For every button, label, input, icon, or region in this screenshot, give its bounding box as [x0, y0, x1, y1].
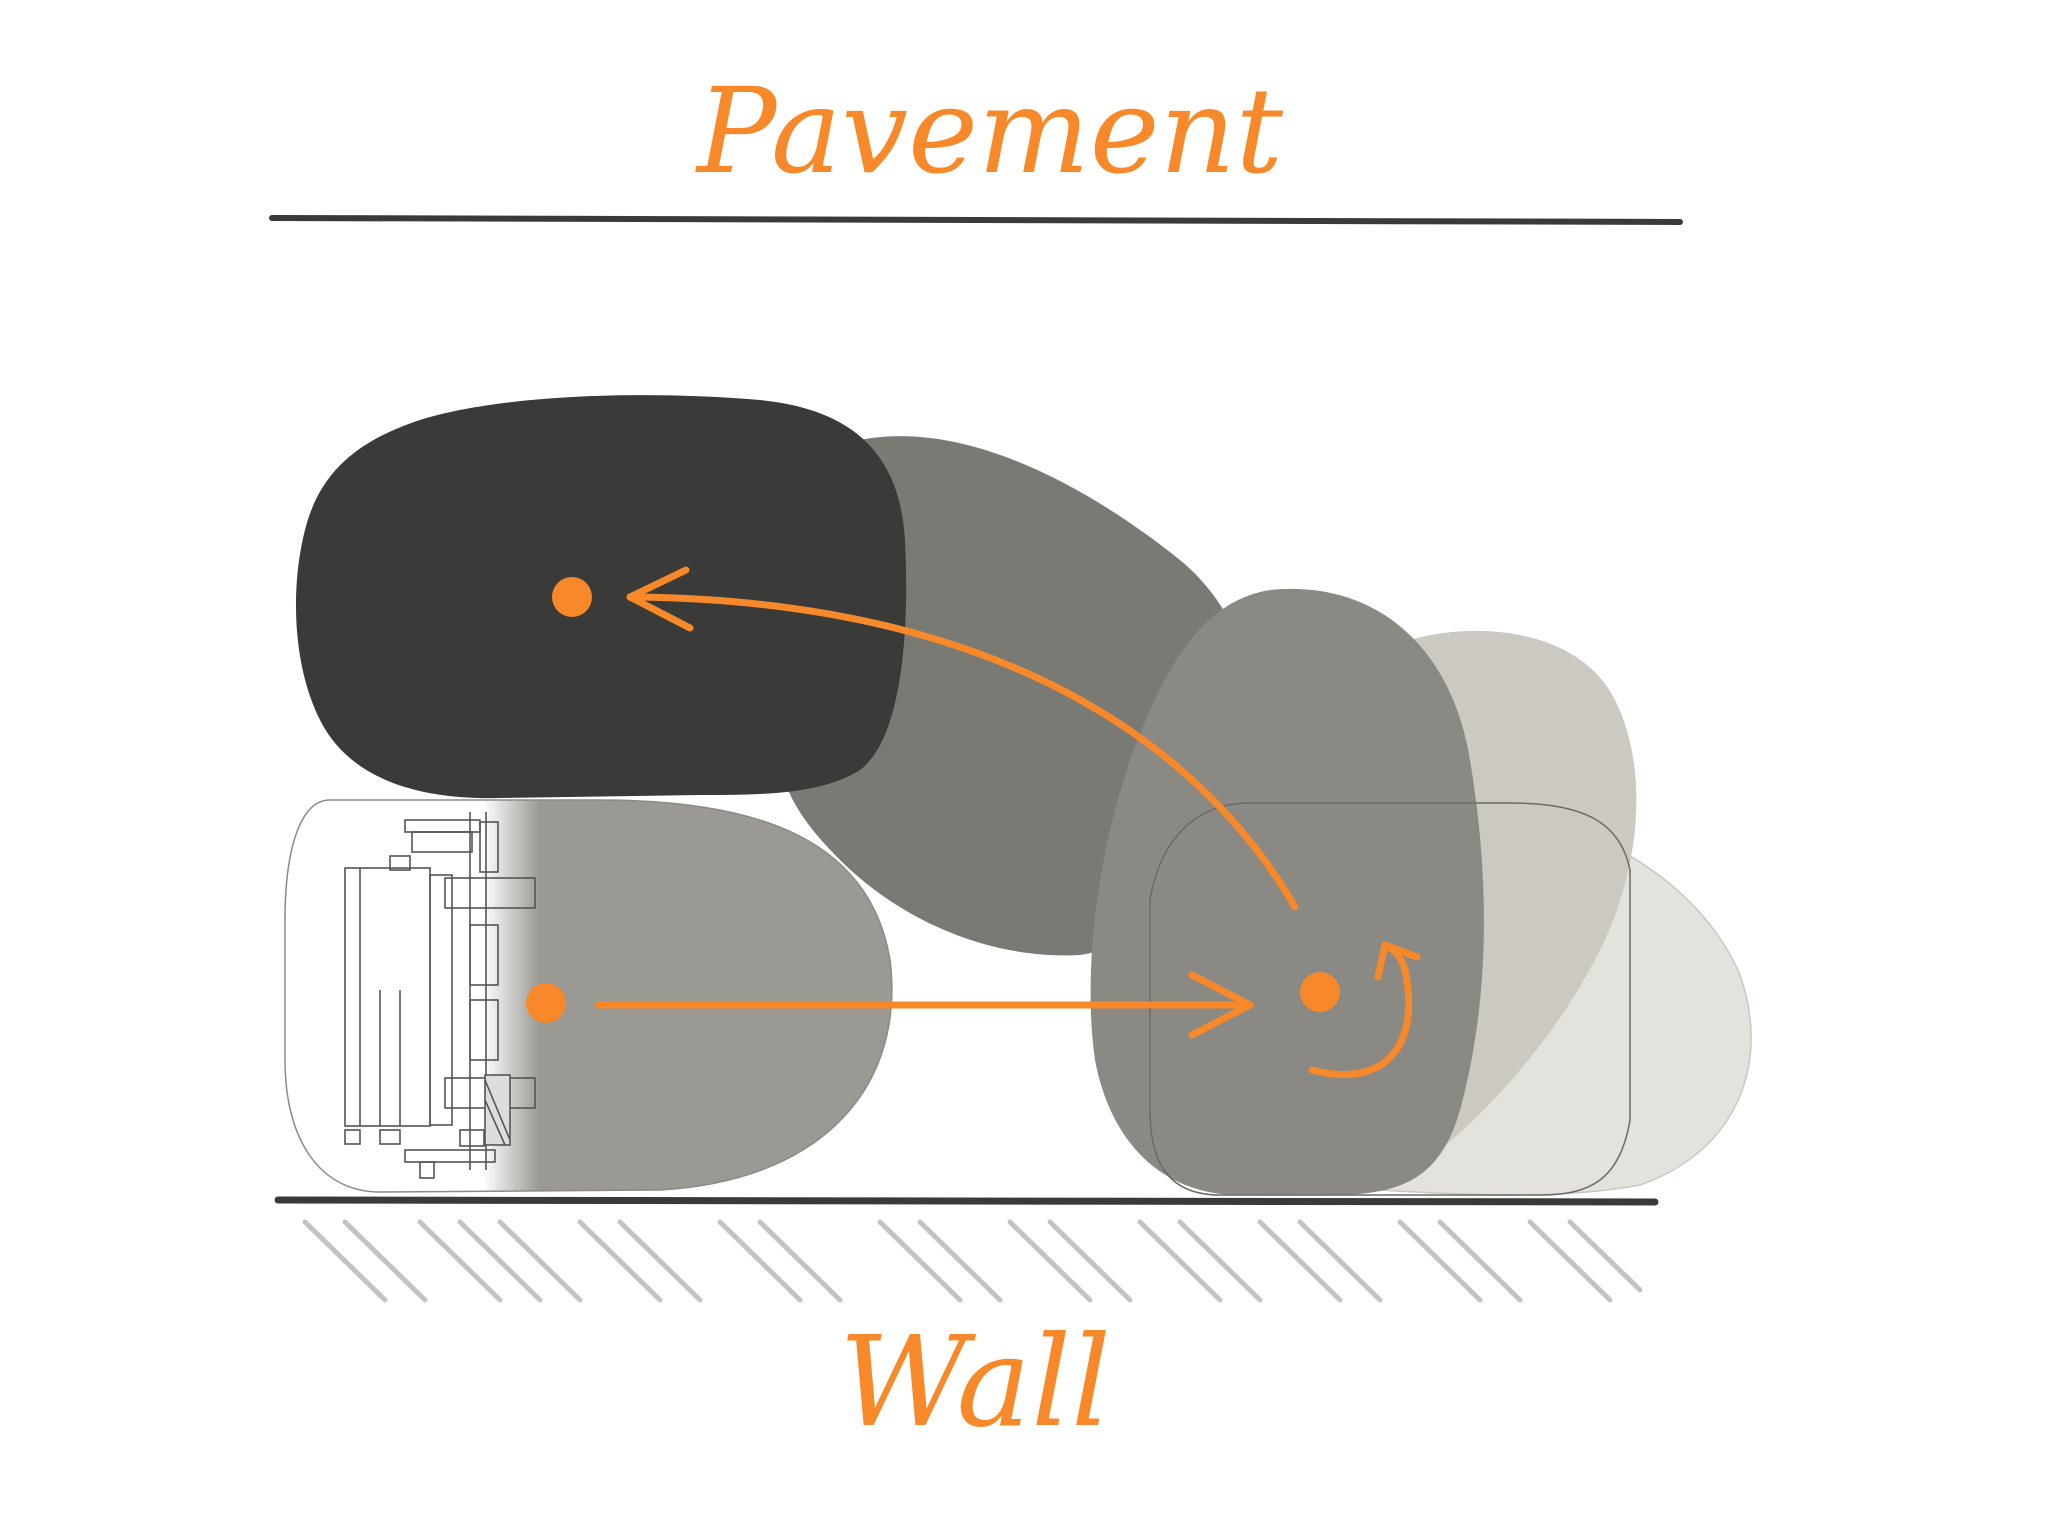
- robot-final-dark: [295, 395, 907, 799]
- final-center-dot: [552, 577, 592, 617]
- robot-turning-outline: [1149, 802, 1631, 1196]
- pavement-label: Pavement: [695, 62, 1284, 200]
- robot-start: [284, 799, 893, 1193]
- wall-hatching: [302, 1219, 1643, 1303]
- rotate-arrow-head: [1374, 941, 1421, 981]
- wall-line: [274, 1196, 1659, 1206]
- mechanism-drawing: [344, 812, 536, 1179]
- wall-label: Wall: [839, 1310, 1111, 1455]
- motion-annotations: [594, 566, 1421, 1078]
- pavement-line: [269, 215, 1683, 225]
- turn-center-dot: [1300, 972, 1340, 1012]
- robot-start-outline: [284, 799, 893, 1193]
- curved-arrow-head: [626, 566, 694, 632]
- curved-arrow-icon: [626, 593, 1299, 911]
- straight-arrow-head: [1188, 971, 1254, 1039]
- start-center-dot: [526, 983, 566, 1023]
